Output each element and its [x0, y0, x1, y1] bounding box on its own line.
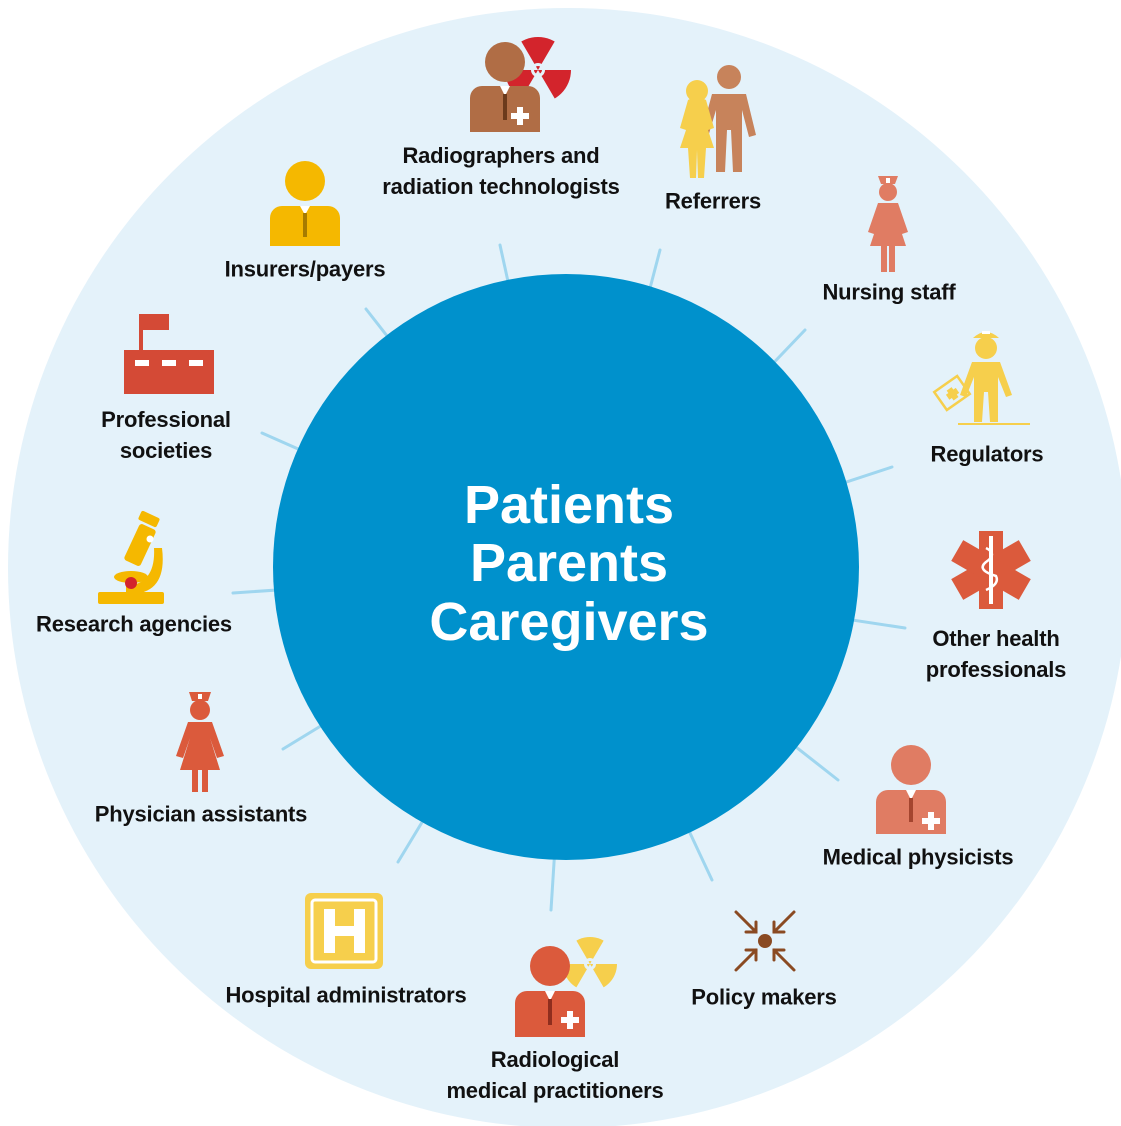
label-professional-societies: Professional societies [101, 407, 231, 463]
label-other-health-professionals: Other health professionals [925, 626, 1067, 682]
label-radiological-practitioners: Radiological medical practitioners [446, 1047, 664, 1103]
radiologist-radiation-icon [515, 937, 618, 1037]
medical-physicist-icon [876, 745, 946, 834]
regulator-inspector-icon [932, 331, 1030, 425]
center-line-parents: Parents [469, 533, 669, 593]
center-circle [273, 274, 859, 860]
label-regulators: Regulators [930, 441, 1044, 467]
policy-arrows-icon [734, 910, 796, 972]
label-physician-assistants: Physician assistants [94, 801, 308, 827]
star-of-life-icon [951, 531, 1031, 609]
referrers-couple-icon [680, 65, 756, 178]
building-flag-icon [124, 314, 214, 394]
label-policy-makers: Policy makers [691, 984, 837, 1010]
center-line-caregivers: Caregivers [429, 592, 709, 652]
radiographer-radiation-icon [470, 37, 572, 132]
label-hospital-administrators: Hospital administrators [225, 982, 467, 1008]
insurer-person-icon [270, 161, 340, 246]
hospital-h-icon [305, 893, 383, 969]
nurse-icon [868, 176, 908, 272]
label-referrers: Referrers [664, 188, 762, 214]
label-insurers: Insurers/payers [224, 256, 386, 282]
microscope-icon [98, 510, 164, 604]
center-line-patients: Patients [463, 475, 675, 535]
label-radiographers: Radiographers and radiation technologist… [382, 143, 620, 199]
label-nursing-staff: Nursing staff [822, 279, 956, 305]
physician-assistant-icon [176, 692, 224, 792]
label-medical-physicists: Medical physicists [822, 844, 1014, 870]
label-research-agencies: Research agencies [36, 611, 232, 637]
